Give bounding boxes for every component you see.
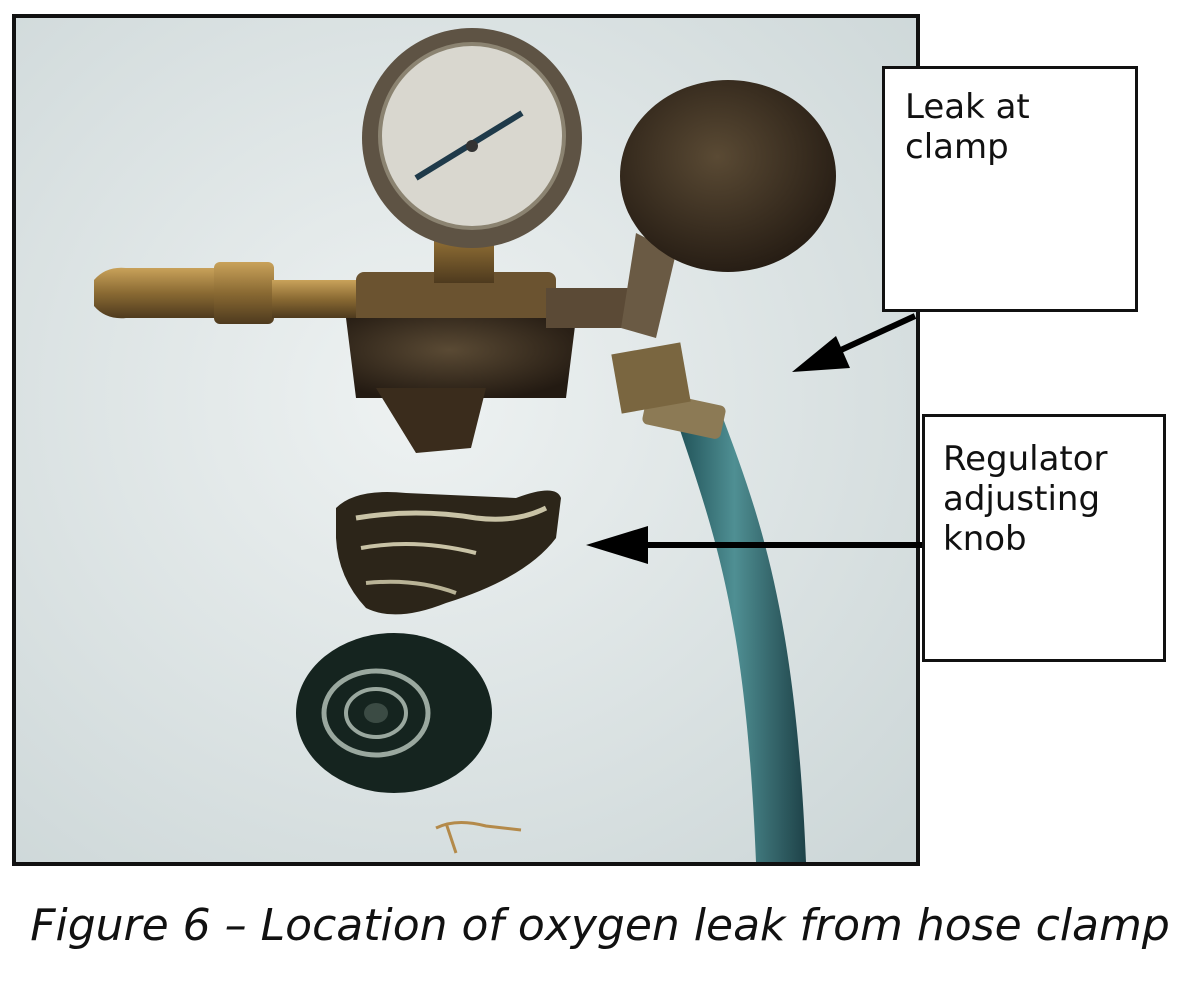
inlet-fitting [94, 267, 216, 319]
figure-caption: Figure 6 – Location of oxygen leak from … [30, 900, 1170, 951]
knob-callout: Regulator adjusting knob [922, 414, 1166, 662]
inlet-nut [214, 262, 274, 324]
regulator-photo [16, 18, 916, 862]
figure-photo-frame [12, 14, 920, 866]
bonnet-disc [296, 633, 492, 793]
leak-callout: Leak at clamp [882, 66, 1138, 312]
hose [676, 413, 806, 862]
regulator-body [346, 318, 576, 398]
second-gauge [620, 80, 836, 272]
leak-arrow [828, 313, 917, 358]
